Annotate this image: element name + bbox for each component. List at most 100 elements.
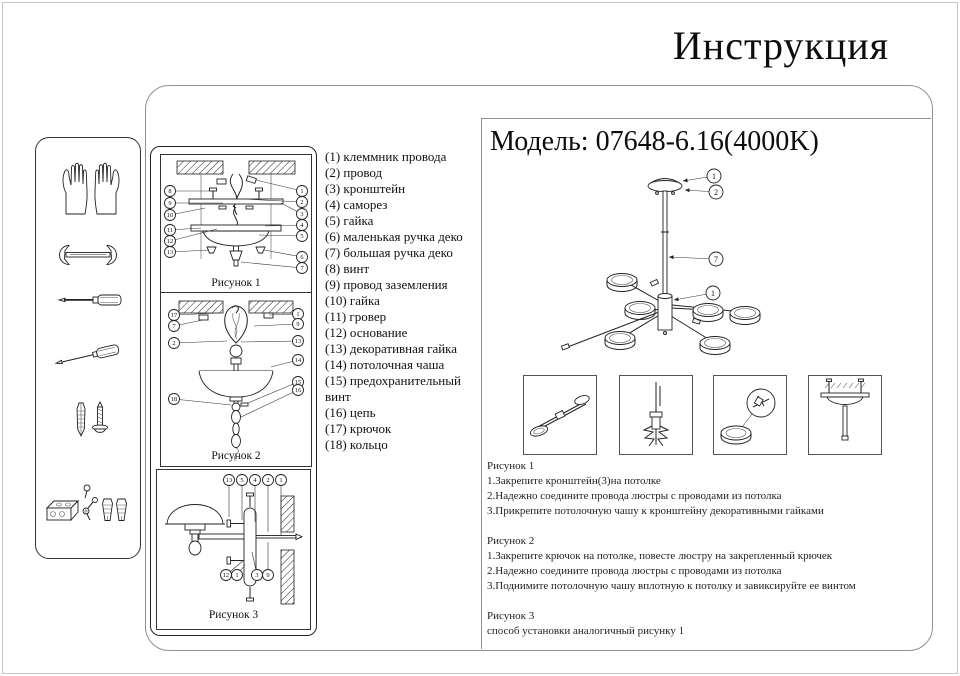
svg-text:8: 8 bbox=[168, 188, 171, 195]
tools-sidebar bbox=[35, 137, 141, 559]
part-item: (4) саморез bbox=[325, 197, 388, 212]
instruction-step: 2.Надежно соедините провода люстры с про… bbox=[487, 565, 782, 577]
callout-1: 1 bbox=[275, 474, 287, 535]
ring-shade bbox=[606, 273, 638, 292]
svg-text:5: 5 bbox=[240, 477, 243, 484]
svg-text:1: 1 bbox=[279, 477, 282, 484]
svg-text:13: 13 bbox=[167, 249, 173, 256]
callout-2: 2 bbox=[168, 337, 228, 349]
svg-text:6: 6 bbox=[300, 254, 303, 261]
figure-3-box: 13 5 4 2 1 12 1 3 9 Рисунок 3 bbox=[156, 469, 311, 630]
svg-text:2: 2 bbox=[714, 188, 718, 197]
svg-text:12: 12 bbox=[223, 572, 229, 579]
vertical-divider bbox=[481, 118, 482, 649]
ring-shade bbox=[729, 306, 761, 325]
ring-shade bbox=[604, 331, 636, 350]
shade-attachment-diagram bbox=[720, 388, 776, 445]
callout-1: 1 bbox=[255, 179, 308, 197]
chandelier-diagram: 1 2 7 1 bbox=[560, 168, 761, 355]
callout-5: 5 bbox=[258, 230, 308, 242]
wall-anchor-screw-icon bbox=[76, 400, 108, 438]
callout-3: 3 bbox=[280, 202, 308, 220]
svg-text:9: 9 bbox=[296, 321, 299, 328]
figure-1-caption: Рисунок 1 bbox=[211, 277, 261, 289]
svg-text:7: 7 bbox=[714, 255, 718, 264]
part-item: (5) гайка bbox=[325, 213, 374, 228]
callout-10: 10 bbox=[164, 207, 206, 221]
part-item: (12) основание bbox=[325, 325, 408, 340]
figure-2-diagram: 17 7 2 18 1 9 13 14 15 16 bbox=[168, 300, 304, 462]
callout-13: 13 bbox=[240, 335, 304, 347]
callout-12: 12 bbox=[164, 228, 218, 247]
svg-text:5: 5 bbox=[300, 233, 303, 240]
part-item: (17) крючок bbox=[325, 421, 392, 436]
callout-17: 17 bbox=[168, 309, 220, 321]
svg-text:1: 1 bbox=[235, 572, 238, 579]
callout-2: 2 bbox=[684, 184, 724, 200]
wrench-icon bbox=[59, 245, 117, 265]
model-label: Модель: 07648-6.16(4000K) bbox=[490, 126, 819, 157]
figure-1-diagram: 8 9 10 11 12 13 1 2 3 4 5 6 7 bbox=[164, 160, 308, 274]
figure-2-caption: Рисунок 2 bbox=[211, 450, 261, 462]
svg-text:1: 1 bbox=[300, 188, 303, 195]
callout-6: 6 bbox=[263, 249, 308, 263]
svg-text:2: 2 bbox=[300, 199, 303, 206]
content-frame bbox=[145, 85, 933, 651]
callout-18: 18 bbox=[168, 393, 232, 406]
svg-text:16: 16 bbox=[295, 387, 301, 394]
angled-screwdriver-icon bbox=[54, 344, 120, 365]
ring-shade bbox=[692, 303, 724, 322]
svg-text:1: 1 bbox=[296, 311, 299, 318]
svg-text:9: 9 bbox=[266, 572, 269, 579]
part-item: (13) декоративная гайка bbox=[325, 341, 458, 356]
callout-16: 16 bbox=[240, 384, 304, 418]
ring-shade bbox=[699, 336, 731, 355]
callout-7: 7 bbox=[668, 251, 724, 267]
instruction-step: 3.Поднимите потолочную чашу вплотную к п… bbox=[487, 580, 856, 592]
callout-9: 9 bbox=[164, 197, 223, 209]
callout-2: 2 bbox=[242, 196, 308, 208]
part-item: (8) винт bbox=[325, 261, 370, 276]
callout-7: 7 bbox=[240, 261, 308, 274]
instruction-step: 1.Закрепите кронштейн(3)на потолке bbox=[487, 475, 661, 487]
step-detail-box-2 bbox=[619, 375, 693, 455]
part-item: (18) кольцо bbox=[325, 437, 388, 452]
svg-text:11: 11 bbox=[167, 227, 173, 234]
svg-text:1: 1 bbox=[711, 289, 715, 298]
callout-13: 13 bbox=[164, 246, 210, 258]
callout-1: 1 bbox=[231, 564, 246, 581]
instruction-step: способ установки аналогичный рисунку 1 bbox=[487, 625, 685, 637]
page-title: Инструкция bbox=[672, 23, 890, 68]
part-item: (11) гровер bbox=[325, 309, 387, 324]
callout-1: 1 bbox=[268, 308, 304, 320]
part-item: (10) гайка bbox=[325, 293, 380, 308]
part-item: (7) большая ручка деко bbox=[325, 245, 453, 260]
callout-1: 1 bbox=[673, 285, 721, 302]
callout-4: 4 bbox=[249, 474, 261, 522]
callout-9: 9 bbox=[262, 542, 274, 581]
svg-text:17: 17 bbox=[171, 312, 178, 319]
svg-text:13: 13 bbox=[295, 338, 301, 345]
svg-text:1: 1 bbox=[712, 172, 716, 181]
part-item: (2) провод bbox=[325, 165, 383, 180]
svg-text:12: 12 bbox=[167, 238, 173, 245]
svg-text:18: 18 bbox=[171, 396, 177, 403]
part-item: (9) провод заземления bbox=[325, 277, 448, 292]
part-item: (15) предохранительный винт bbox=[325, 373, 461, 404]
svg-text:4: 4 bbox=[253, 477, 257, 484]
svg-text:3: 3 bbox=[255, 572, 258, 579]
figure-3-caption: Рисунок 3 bbox=[208, 609, 259, 621]
callout-7: 7 bbox=[168, 319, 204, 332]
screw-spring-diagram bbox=[642, 382, 670, 447]
callout-1: 1 bbox=[682, 168, 722, 184]
step-detail-box-3 bbox=[713, 375, 787, 455]
callout-5: 5 bbox=[236, 474, 248, 520]
callout-14: 14 bbox=[270, 354, 304, 368]
figures-column: 8 9 10 11 12 13 1 2 3 4 5 6 7 Рисунок 1 bbox=[150, 146, 317, 636]
svg-text:14: 14 bbox=[295, 357, 302, 364]
svg-text:10: 10 bbox=[167, 212, 173, 219]
instruction-step: 3.Прикрепите потолочную чашу к кронштейн… bbox=[487, 505, 824, 517]
part-item: (3) кронштейн bbox=[325, 181, 406, 196]
